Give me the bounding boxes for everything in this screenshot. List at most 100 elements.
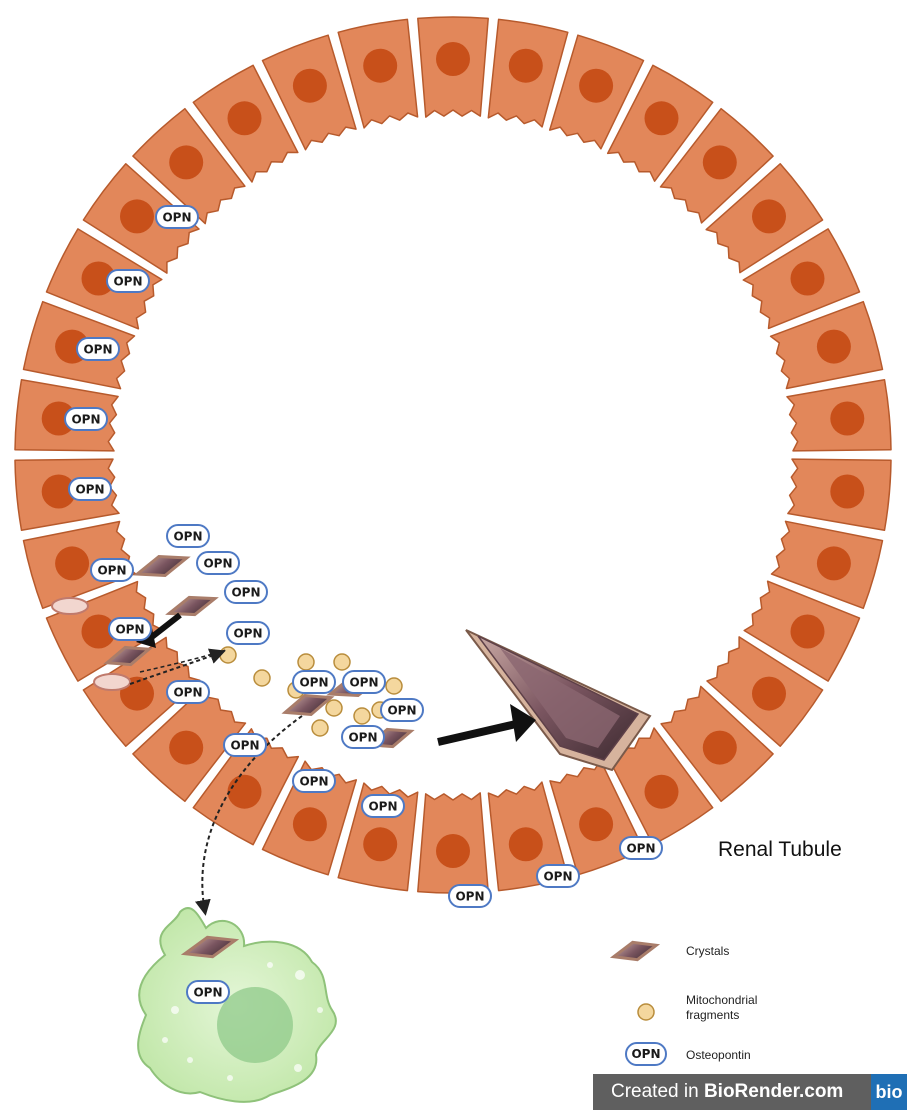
osteopontin-badge: OPN [225, 581, 267, 603]
osteopontin-badge: OPN [362, 795, 404, 817]
cell-nucleus [703, 731, 737, 765]
osteopontin-badge: OPN [620, 837, 662, 859]
large-crystal [466, 630, 650, 770]
legend-crystals-label: Crystals [686, 944, 729, 958]
mitochondrion [52, 598, 88, 614]
osteopontin-badge: OPN [381, 699, 423, 721]
osteopontin-label: OPN [162, 211, 191, 225]
crystal-small [134, 548, 190, 583]
cell-nucleus [579, 807, 613, 841]
osteopontin-badge: OPN [65, 408, 107, 430]
osteopontin-label: OPN [75, 483, 104, 497]
osteopontin-label: OPN [203, 557, 232, 571]
mitochondrial-fragment [386, 678, 402, 694]
osteopontin-badge: OPN [107, 270, 149, 292]
osteopontin-label: OPN [113, 275, 142, 289]
cell-nucleus [228, 101, 262, 135]
osteopontin-label: OPN [71, 413, 100, 427]
osteopontin-badge: OPN [156, 206, 198, 228]
cell-nucleus [752, 199, 786, 233]
mitochondrial-fragment [298, 654, 314, 670]
osteopontin-label: OPN [543, 870, 572, 884]
mitochondrial-fragment [220, 647, 236, 663]
tubule-epithelial-cells [15, 17, 891, 893]
cell-nucleus [509, 49, 543, 83]
cell-nucleus [363, 827, 397, 861]
osteopontin-badge: OPN [224, 734, 266, 756]
osteopontin-badge: OPN [167, 525, 209, 547]
cell-nucleus [830, 402, 864, 436]
cell-nucleus [293, 807, 327, 841]
cell-nucleus [817, 330, 851, 364]
osteopontin-badge: OPN [69, 478, 111, 500]
mitochondrial-fragment [326, 700, 342, 716]
legend-osteopontin-icon: OPN [626, 1043, 666, 1065]
osteopontin-label: OPN [97, 564, 126, 578]
osteopontin-label: OPN [115, 623, 144, 637]
osteopontin-label: OPN [626, 842, 655, 856]
osteopontin-label: OPN [299, 676, 328, 690]
mitochondrial-fragment [354, 708, 370, 724]
legend-mito-label-line2: fragments [686, 1008, 739, 1022]
cell-nucleus [55, 546, 89, 580]
osteopontin-badge: OPN [537, 865, 579, 887]
macrophage [138, 908, 336, 1102]
cell-nucleus [293, 69, 327, 103]
osteopontin-label: OPN [233, 627, 262, 641]
cell-nucleus [228, 775, 262, 809]
legend-osteopontin-label: Osteopontin [686, 1048, 751, 1062]
osteopontin-label: OPN [231, 586, 260, 600]
osteopontin-badge: OPN [293, 770, 335, 792]
osteopontin-badge: OPN [342, 726, 384, 748]
cell-nucleus [817, 546, 851, 580]
cell-nucleus [752, 677, 786, 711]
cell-nucleus [791, 615, 825, 649]
legend: Crystals Mitochondrial fragments OPN Ost… [611, 937, 757, 1065]
osteopontin-label: OPN [455, 890, 484, 904]
osteopontin-badge: OPN [227, 622, 269, 644]
cell-nucleus [791, 262, 825, 296]
cell-nucleus [169, 145, 203, 179]
mitochondrion [94, 674, 130, 690]
osteopontin-badge: OPN [187, 981, 229, 1003]
osteopontin-badge: OPN [167, 681, 209, 703]
osteopontin-label: OPN [349, 676, 378, 690]
diagram-title: Renal Tubule [718, 838, 842, 861]
cell-nucleus [830, 475, 864, 509]
osteopontin-label: OPN [193, 986, 222, 1000]
cell-nucleus [169, 731, 203, 765]
legend-mito-label-line1: Mitochondrial [686, 993, 757, 1007]
growth-arrow [438, 724, 516, 742]
cell-nucleus [363, 49, 397, 83]
watermark-brand: BioRender.com [704, 1081, 843, 1102]
osteopontin-badge: OPN [197, 552, 239, 574]
osteopontin-badge: OPN [293, 671, 335, 693]
cell-nucleus [436, 834, 470, 868]
watermark-prefix: Created in [611, 1081, 704, 1102]
osteopontin-label: OPN [299, 775, 328, 789]
biorender-watermark: Created in BioRender.com bio [593, 1074, 907, 1110]
osteopontin-label: OPN [348, 731, 377, 745]
osteopontin-badge: OPN [77, 338, 119, 360]
svg-text:OPN: OPN [631, 1047, 660, 1061]
osteopontin-label: OPN [173, 530, 202, 544]
osteopontin-label: OPN [387, 704, 416, 718]
legend-mitochondrial-fragment-icon [638, 1004, 654, 1020]
cell-nucleus [703, 145, 737, 179]
osteopontin-label: OPN [83, 343, 112, 357]
osteopontin-badge: OPN [449, 885, 491, 907]
biorender-logo: bio [871, 1074, 907, 1110]
osteopontin-label: OPN [368, 800, 397, 814]
macrophage-nucleus [217, 987, 293, 1063]
mitochondrial-fragment [334, 654, 350, 670]
cell-nucleus [509, 827, 543, 861]
osteopontin-badge: OPN [91, 559, 133, 581]
cell-nucleus [645, 101, 679, 135]
cell-nucleus [436, 42, 470, 76]
cell-nucleus [579, 69, 613, 103]
osteopontin-label: OPN [230, 739, 259, 753]
osteopontin-badge: OPN [109, 618, 151, 640]
mitochondrial-fragment [254, 670, 270, 686]
legend-crystal-icon [611, 937, 658, 966]
cell-nucleus [120, 199, 154, 233]
